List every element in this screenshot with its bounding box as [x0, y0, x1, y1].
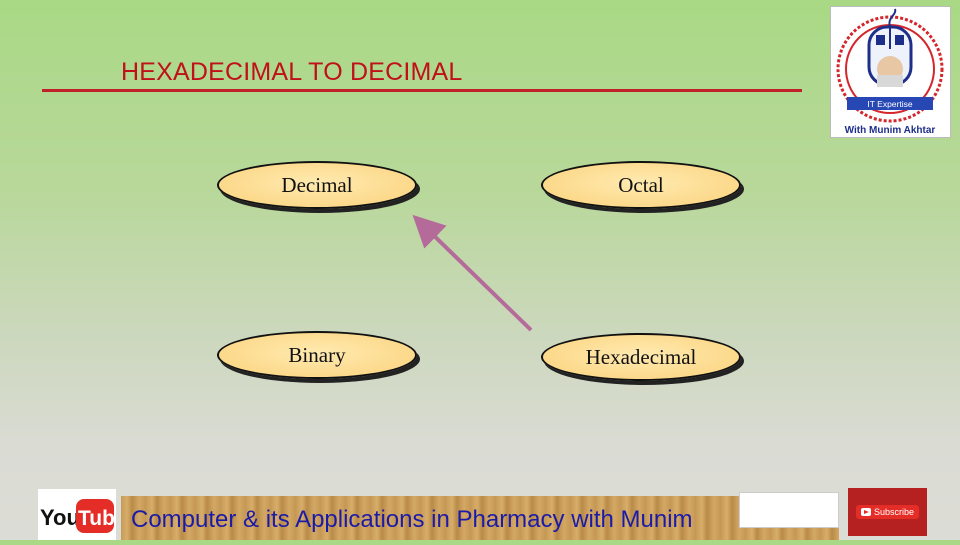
- node-hexadecimal: Hexadecimal: [541, 333, 741, 381]
- title-underline: [42, 89, 802, 92]
- subscribe-button[interactable]: Subscribe: [848, 488, 927, 536]
- blank-overlay: [739, 492, 839, 528]
- hex-to-decimal-arrow: [412, 214, 533, 332]
- play-icon: [860, 508, 871, 516]
- svg-text:You: You: [40, 505, 80, 530]
- logo-banner-text: IT Expertise: [867, 99, 912, 109]
- subscribe-pill: Subscribe: [855, 505, 920, 519]
- slide-title: HEXADECIMAL TO DECIMAL: [121, 58, 463, 86]
- channel-name-text: Computer & its Applications in Pharmacy …: [131, 506, 693, 533]
- node-decimal: Decimal: [217, 161, 417, 209]
- node-binary: Binary: [217, 331, 417, 379]
- mouse-portrait-logo-icon: IT Expertise With Munim Akhtar: [835, 8, 946, 136]
- subscribe-label: Subscribe: [873, 507, 915, 517]
- youtube-logo[interactable]: You Tube: [38, 489, 127, 540]
- channel-banner: Computer & its Applications in Pharmacy …: [121, 496, 839, 540]
- channel-logo: IT Expertise With Munim Akhtar: [830, 6, 951, 138]
- logo-caption-text: With Munim Akhtar: [845, 125, 936, 136]
- node-octal: Octal: [541, 161, 741, 209]
- svg-text:Tube: Tube: [78, 507, 116, 530]
- youtube-icon: You Tube: [40, 499, 127, 533]
